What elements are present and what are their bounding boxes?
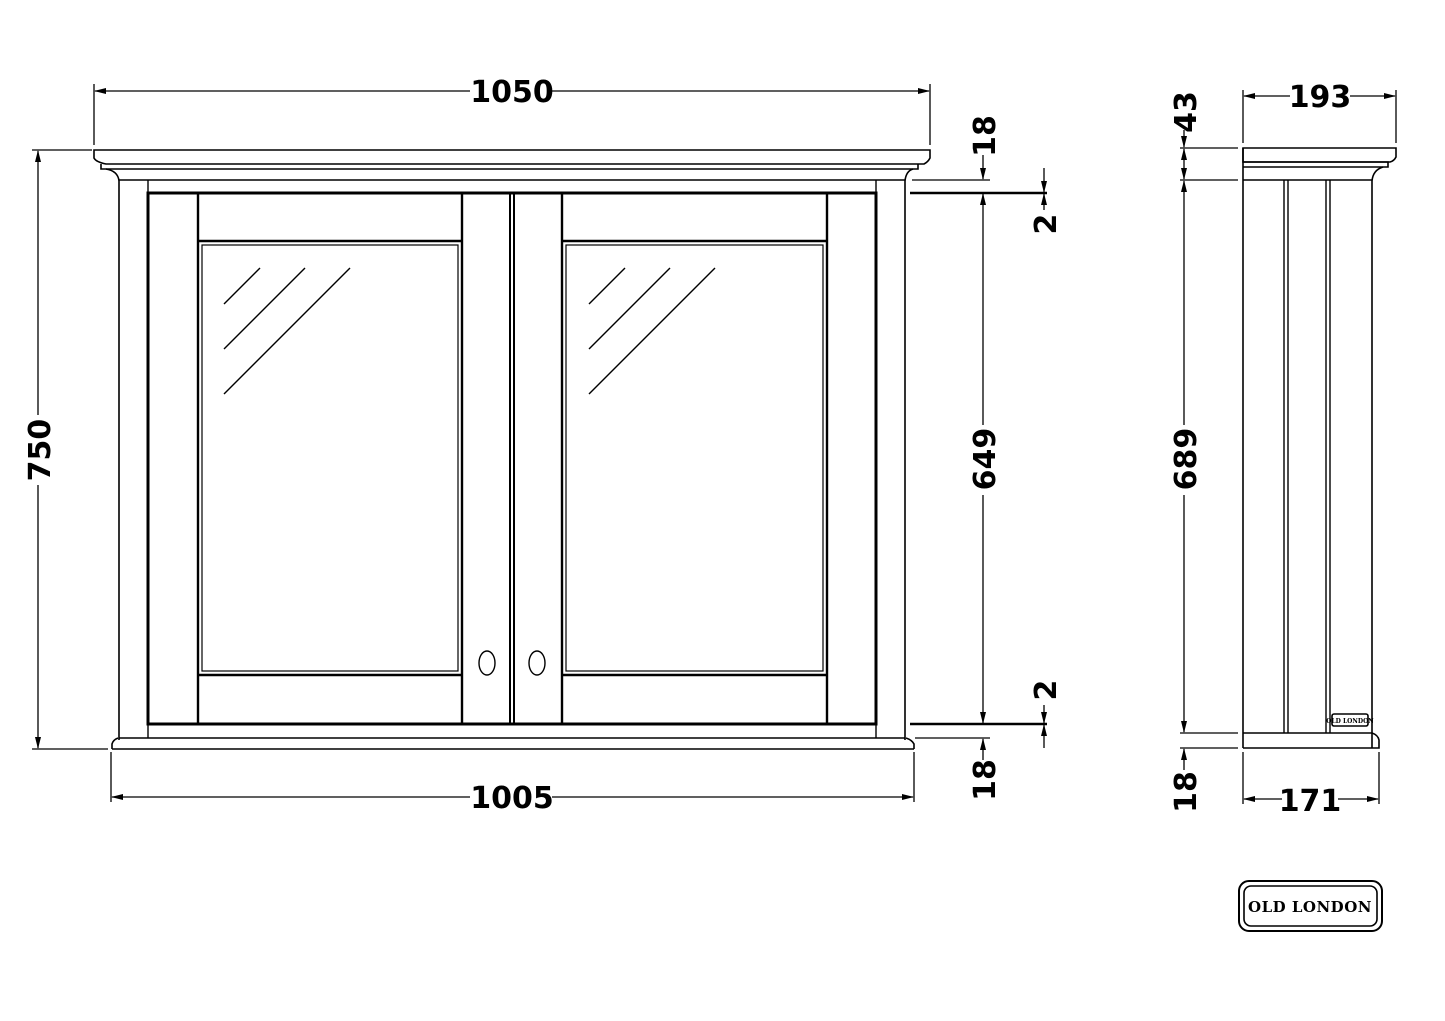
front-elevation: 1050 1005 750 (23, 75, 1064, 816)
left-door (196, 193, 496, 724)
plinth (111, 737, 915, 750)
dimension-top-depth (1242, 90, 1397, 143)
label-base-width: 1005 (470, 781, 554, 816)
mirror-reflection-icon (588, 267, 716, 395)
side-profile (1242, 147, 1397, 749)
label-overall-height: 750 (23, 419, 58, 482)
dimension-door-chain (910, 155, 1047, 760)
cornice (93, 149, 931, 740)
label-side-body-height: 689 (1169, 428, 1204, 491)
label-base-depth: 171 (1279, 784, 1342, 819)
label-plinth-height: 18 (968, 759, 1003, 801)
label-overall-width: 1050 (470, 75, 554, 110)
label-side-plinth-height: 18 (1169, 771, 1204, 813)
right-door (528, 193, 829, 724)
label-door-height: 649 (968, 428, 1003, 491)
side-badge-text: OLD LONDON (1326, 718, 1374, 725)
dimension-overall-height (32, 149, 108, 750)
dimension-overall-width (93, 84, 931, 145)
dimension-base-depth (1242, 752, 1380, 804)
label-top-gap: 2 (1029, 214, 1064, 235)
side-badge: OLD LONDON (1326, 713, 1374, 727)
brand-logo-text: OLD LONDON (1248, 898, 1372, 916)
door-knob-right (528, 650, 546, 676)
cabinet-frame (119, 180, 905, 739)
brand-logo: OLD LONDON (1238, 880, 1383, 932)
meeting-stiles (509, 193, 515, 724)
label-side-cornice-height: 43 (1169, 91, 1204, 133)
door-knob-left (478, 650, 496, 676)
side-elevation: OLD LONDON 193 171 (1169, 80, 1397, 819)
label-bottom-gap: 2 (1029, 680, 1064, 701)
dimension-side-heights (1180, 130, 1238, 770)
dimension-base-width (110, 752, 915, 802)
label-top-depth: 193 (1289, 80, 1352, 115)
mirror-reflection-icon (223, 267, 351, 395)
label-cornice-height: 18 (968, 115, 1003, 157)
